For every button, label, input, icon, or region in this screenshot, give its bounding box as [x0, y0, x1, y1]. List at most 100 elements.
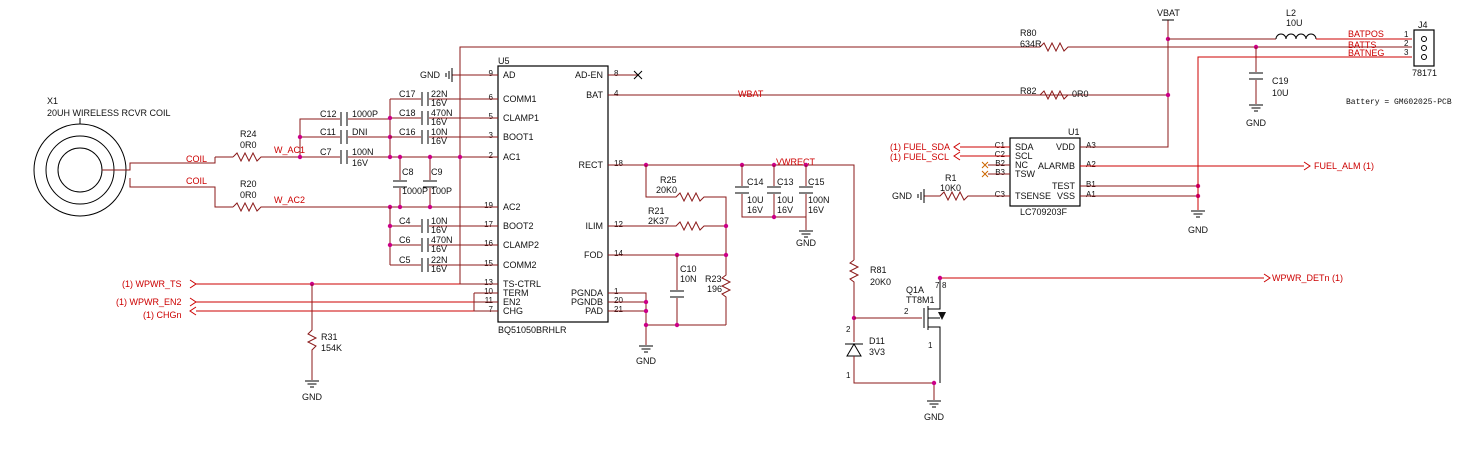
u5-pin-name-bat: BAT — [586, 90, 603, 100]
u5-pin-name-boot1: BOOT1 — [503, 132, 534, 142]
u5-pin-name-ac1: AC1 — [503, 152, 521, 162]
c7-val: 100N — [352, 147, 374, 157]
u5-pin-name-boot2: BOOT2 — [503, 221, 534, 231]
svg-text:7: 7 — [935, 281, 940, 290]
gnd-pgnd: GND — [636, 356, 657, 366]
u1-pin-name-test: TEST — [1052, 181, 1076, 191]
gnd-ad-label: GND — [420, 70, 441, 80]
gnd-detect: GND — [924, 412, 945, 422]
net-vwrect: VWRECT — [776, 157, 815, 167]
u1-pin-num-b1: B1 — [1086, 180, 1096, 189]
gnd-batneg: GND — [1188, 225, 1209, 235]
j4-pin-2: 2 — [1404, 39, 1409, 48]
l2-ref: L2 — [1286, 8, 1296, 18]
u5-pin-num-3: 3 — [489, 131, 494, 140]
d11-val: 3V3 — [869, 347, 885, 357]
r82-ref: R82 — [1020, 86, 1037, 96]
r81-val: 20K0 — [870, 277, 891, 287]
port-fuel-sda: (1) FUEL_SDA — [890, 142, 950, 152]
u5-pin-num-21: 21 — [614, 305, 623, 314]
port-chgn: (1) CHGn — [143, 310, 182, 320]
net-batpos: BATPOS — [1348, 29, 1384, 39]
c7-ref: C7 — [320, 147, 332, 157]
r82-val: 0R0 — [1072, 89, 1089, 99]
ac1-cap-network: C12 1000P C11 DNI C7 100N 16V — [297, 109, 474, 168]
c17-volt: 16V — [431, 98, 447, 108]
u5-pin-num-1: 1 — [614, 287, 619, 296]
u1-pin-num-c3: C3 — [995, 190, 1006, 199]
c16-volt: 16V — [431, 136, 447, 146]
u5-pin-num-20: 20 — [614, 296, 623, 305]
r21-val: 2K37 — [648, 216, 669, 226]
u5-pin-name-clamp1: CLAMP1 — [503, 113, 539, 123]
c17-ref: C17 — [399, 89, 416, 99]
u5-pin-num-14: 14 — [614, 249, 623, 258]
l2-val: 10U — [1286, 18, 1303, 28]
c14-val: 10U — [747, 195, 764, 205]
j4-pin-3: 3 — [1404, 48, 1409, 57]
c11-ref: C11 — [320, 127, 336, 137]
r80-val: 634R — [1020, 39, 1042, 49]
c10-val: 10N — [680, 274, 697, 284]
gnd-ad-pin: GND — [420, 68, 474, 82]
c19-val: 10U — [1272, 88, 1289, 98]
u1-pin-name-vdd: VDD — [1056, 142, 1076, 152]
u5-pin-name-pgndb: PGNDB — [571, 297, 603, 307]
port-wpwr-en2: (1) WPWR_EN2 — [116, 297, 182, 307]
c8-val: 1000P — [402, 186, 428, 196]
u5-pin-num-9: 9 — [489, 69, 494, 78]
u1-wiring: (1) FUEL_SDA (1) FUEL_SCL GND R1 10K0 FU… — [890, 20, 1374, 203]
c15-val: 100N — [808, 195, 830, 205]
r23-ref: R23 — [705, 274, 722, 284]
u5-pin-num-4: 4 — [614, 89, 619, 98]
c7-volt: 16V — [352, 158, 368, 168]
r24-ref: R24 — [240, 129, 257, 139]
c18-val: 470N — [431, 108, 453, 118]
gnd-c19: GND — [1246, 118, 1267, 128]
q1a-val: TT8M1 — [906, 295, 935, 305]
c8-c9-network: C8 1000P C9 100P — [387, 154, 474, 210]
c4-volt: 16V — [431, 225, 447, 235]
c9-val: 100P — [431, 186, 452, 196]
coil-net-label-1: COIL — [186, 154, 207, 164]
u5-pin-num-12: 12 — [614, 220, 623, 229]
c14-volt: 16V — [747, 205, 763, 215]
c13-val: 10U — [777, 195, 794, 205]
resistor-r24: R24 0R0 W_AC1 — [232, 129, 305, 163]
c5-volt: 16V — [431, 264, 447, 274]
r81-ref: R81 — [870, 265, 887, 275]
u5-pin-num-18: 18 — [614, 159, 623, 168]
c15-volt: 16V — [808, 205, 824, 215]
c12-val: 1000P — [352, 109, 378, 119]
j4-pin-1: 1 — [1404, 30, 1409, 39]
u1-pin-name-vss: VSS — [1057, 191, 1075, 201]
u5-pin-num-10: 10 — [484, 287, 493, 296]
c5-val: 22N — [431, 255, 448, 265]
r80-ref: R80 — [1020, 28, 1037, 38]
u5-pin-name-ad: AD — [503, 70, 516, 80]
c10-ref: C10 — [680, 264, 697, 274]
net-batneg: BATNEG — [1348, 48, 1384, 58]
u1-pin-name-tsw: TSW — [1015, 169, 1036, 179]
port-fuel-scl: (1) FUEL_SCL — [890, 152, 949, 162]
u5-right-wiring: WBAT VWRECT R25 20K0 R21 2K37 C10 10N R2… — [608, 70, 1168, 366]
r24-val: 0R0 — [240, 140, 257, 150]
u5-pin-name-en2: EN2 — [503, 297, 521, 307]
r25-ref: R25 — [660, 175, 677, 185]
u5-part: BQ51050BRHLR — [498, 325, 567, 335]
c6-ref: C6 — [399, 235, 411, 245]
r20-ref: R20 — [240, 179, 257, 189]
u1-pin-name-nc: NC — [1015, 160, 1028, 170]
svg-text:1: 1 — [846, 371, 851, 380]
c4-val: 10N — [431, 216, 448, 226]
r25-val: 20K0 — [656, 185, 677, 195]
battery-section: VBAT L2 10U BATPOS R80 634R BATTS R82 0R… — [1020, 8, 1452, 235]
u5-pin-num-5: 5 — [489, 112, 494, 121]
u5-left-pin-wires — [460, 74, 498, 312]
c6-volt: 16V — [431, 244, 447, 254]
c13-volt: 16V — [777, 205, 793, 215]
port-wpwr-ts: (1) WPWR_TS — [122, 279, 182, 289]
